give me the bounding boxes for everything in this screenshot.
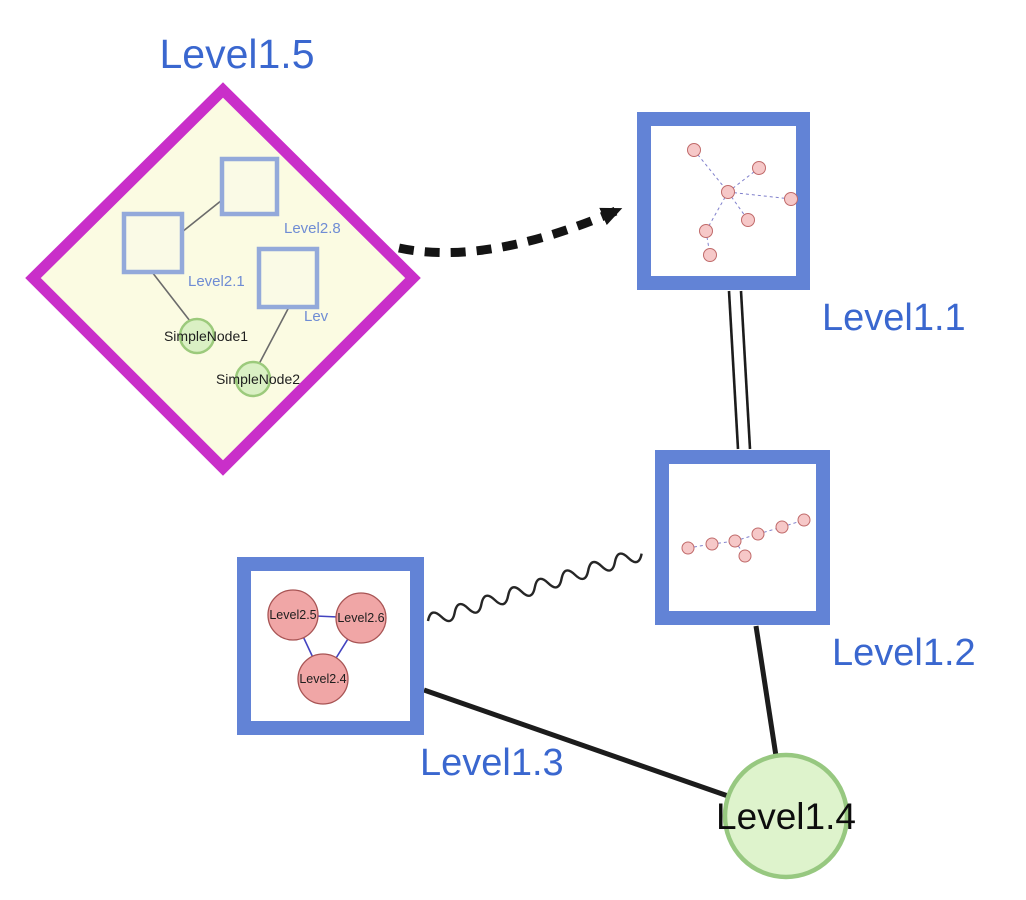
- minigraph-level1-3: Level2.5 Level2.6 Level2.4: [267, 589, 387, 705]
- child-node-level2-8[interactable]: [219, 156, 280, 217]
- minigraph-node[interactable]: [751, 527, 765, 541]
- edge-lev-simplenode2[interactable]: [258, 306, 290, 365]
- minigraph-node[interactable]: [738, 549, 752, 563]
- minigraph-node[interactable]: [741, 213, 755, 227]
- node-label-level1-1: Level1.1: [822, 297, 966, 339]
- node-label-level2-8: Level2.8: [284, 220, 341, 237]
- edge-level13-level14[interactable]: [423, 687, 729, 799]
- node-label-level2-1: Level2.1: [188, 273, 245, 290]
- node-label-level1-3: Level1.3: [420, 742, 564, 784]
- minigraph-level1-1: [687, 143, 798, 262]
- minigraph-node[interactable]: [681, 541, 695, 555]
- minigraph-edge[interactable]: [705, 191, 729, 232]
- node-level1-4[interactable]: [722, 752, 850, 880]
- minigraph-node[interactable]: [784, 192, 798, 206]
- node-label-lev: Lev: [304, 308, 329, 325]
- node-label-level2-4: Level2.4: [299, 672, 346, 686]
- edge-level12-level14[interactable]: [753, 625, 779, 757]
- minigraph-node[interactable]: [728, 534, 742, 548]
- node-label-level1-5: Level1.5: [159, 31, 314, 77]
- group-node-level1-5[interactable]: [25, 82, 421, 476]
- minigraph-node[interactable]: [687, 143, 701, 157]
- edge-level15-level11-dashed-arrow[interactable]: [398, 205, 623, 258]
- node-label-level1-4: Level1.4: [716, 796, 856, 837]
- minigraph-node[interactable]: [699, 224, 713, 238]
- node-label-level2-5: Level2.5: [269, 608, 316, 622]
- edge-level21-level28[interactable]: [181, 199, 223, 233]
- node-label-simplenode1: SimpleNode1: [164, 328, 248, 344]
- child-node-level2-4[interactable]: [297, 653, 349, 705]
- edge-level13-level12-wavy[interactable]: [426, 547, 644, 627]
- minigraph-node[interactable]: [705, 537, 719, 551]
- group-node-level1-1[interactable]: [637, 112, 810, 290]
- minigraph-level1-2: [681, 513, 811, 563]
- minigraph-node[interactable]: [752, 161, 766, 175]
- minigraph-node[interactable]: [721, 185, 735, 199]
- group-node-level1-2[interactable]: [655, 450, 830, 625]
- child-node-level2-5[interactable]: [267, 589, 319, 641]
- node-label-level2-6: Level2.6: [337, 611, 384, 625]
- child-node-simplenode1[interactable]: [178, 317, 216, 355]
- node-label-level1-2: Level1.2: [832, 632, 976, 674]
- child-node-simplenode2[interactable]: [234, 360, 272, 398]
- child-node-level2-6[interactable]: [335, 592, 387, 644]
- child-node-level2-1[interactable]: [121, 211, 185, 275]
- child-node-lev[interactable]: [256, 246, 320, 310]
- node-label-simplenode2: SimpleNode2: [216, 371, 300, 387]
- minigraph-node[interactable]: [775, 520, 789, 534]
- edge-level21-simplenode1[interactable]: [151, 271, 191, 322]
- edge-level11-level12-line2[interactable]: [739, 290, 752, 450]
- minigraph-edge[interactable]: [727, 191, 792, 200]
- minigraph-node[interactable]: [703, 248, 717, 262]
- edge-level11-level12-line1[interactable]: [727, 290, 740, 450]
- minigraph-node[interactable]: [797, 513, 811, 527]
